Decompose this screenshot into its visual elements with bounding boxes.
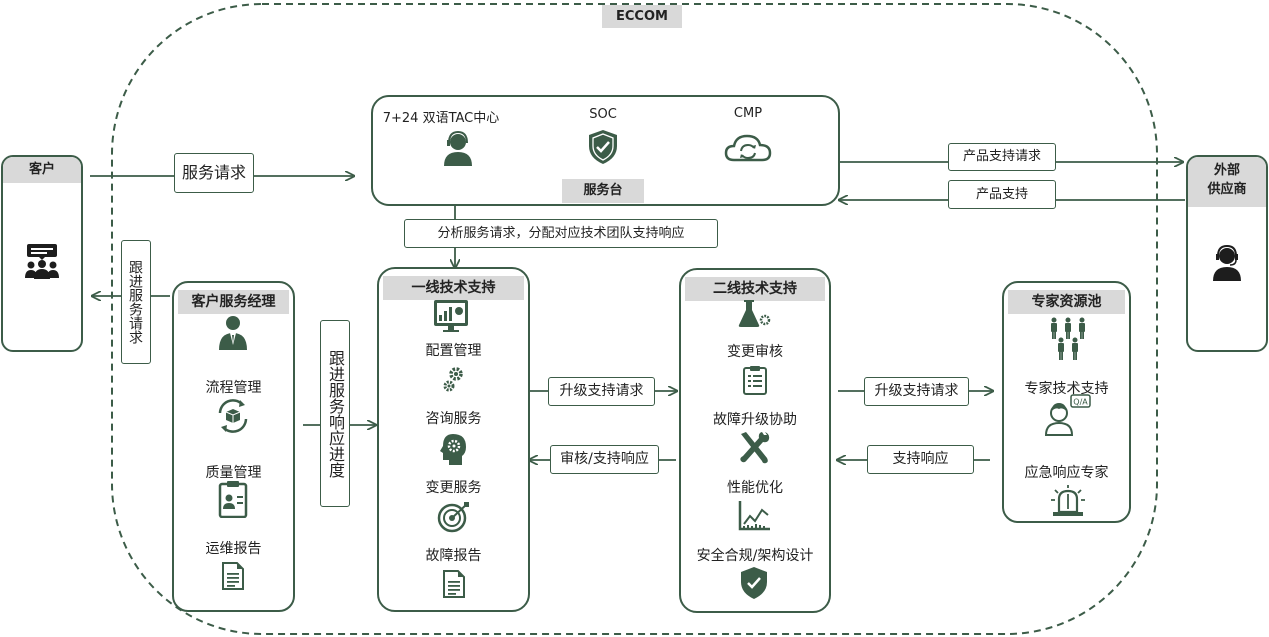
tools-icon bbox=[740, 432, 770, 464]
cycle-box-icon bbox=[218, 399, 248, 433]
eccom-boundary bbox=[111, 3, 1158, 635]
escalate-2-label: 升级支持请求 bbox=[864, 377, 969, 406]
tier2-item-performance: 性能优化 bbox=[727, 480, 783, 496]
review-response-label: 审核/支持响应 bbox=[550, 445, 659, 474]
document-icon bbox=[222, 562, 244, 590]
chart-icon bbox=[738, 501, 770, 531]
shield-check-icon bbox=[589, 130, 617, 164]
support-agent-icon bbox=[444, 130, 472, 166]
csm-item-process: 流程管理 bbox=[205, 380, 262, 396]
product-support-request-label: 产品支持请求 bbox=[948, 143, 1056, 171]
follow-up-request-label: 跟进服务请求 bbox=[121, 240, 151, 364]
svg-text:Q/A: Q/A bbox=[1073, 398, 1088, 407]
team-icon bbox=[1051, 317, 1085, 360]
csm-title: 客户服务经理 bbox=[178, 290, 289, 314]
service-request-label: 服务请求 bbox=[174, 153, 254, 193]
experts-item-emergency: 应急响应专家 bbox=[1024, 465, 1109, 481]
checklist-icon bbox=[743, 366, 767, 395]
analyze-label: 分析服务请求，分配对应技术团队支持响应 bbox=[404, 219, 718, 248]
manager-icon bbox=[219, 316, 247, 350]
siren-icon bbox=[1051, 485, 1085, 516]
gears-icon bbox=[443, 367, 463, 392]
tier2-title: 二线技术支持 bbox=[685, 277, 825, 301]
eccom-label: ECCOM bbox=[602, 5, 682, 28]
tier1-item-consult: 咨询服务 bbox=[425, 411, 482, 427]
tier2-item-escalation: 故障升级协助 bbox=[713, 412, 797, 428]
experts-item-tech: 专家技术支持 bbox=[1024, 381, 1109, 397]
tier1-title: 一线技术支持 bbox=[383, 276, 524, 300]
target-icon bbox=[437, 502, 469, 533]
product-support-label: 产品支持 bbox=[948, 180, 1056, 209]
tier1-item-config: 配置管理 bbox=[425, 343, 482, 359]
soc-label: SOC bbox=[589, 107, 617, 122]
escalate-1-label: 升级支持请求 bbox=[548, 377, 655, 406]
clipboard-icon bbox=[218, 481, 248, 518]
cmp-label: CMP bbox=[733, 106, 763, 121]
vendor-title: 外部 供应商 bbox=[1188, 157, 1266, 207]
brain-gear-icon bbox=[440, 434, 466, 465]
tier2-item-security: 安全合规/架构设计 bbox=[696, 548, 814, 564]
headset-user-icon bbox=[1213, 245, 1241, 281]
tier1-item-incident: 故障报告 bbox=[425, 548, 482, 564]
dashboard-icon bbox=[434, 300, 468, 332]
support-response-label: 支持响应 bbox=[867, 445, 974, 474]
tac-center-label: 7+24 双语TAC中心 bbox=[382, 111, 500, 126]
csm-item-quality: 质量管理 bbox=[205, 465, 262, 481]
document-icon bbox=[443, 570, 465, 598]
cloud-sync-icon bbox=[724, 134, 772, 162]
follow-up-progress-label: 跟进服务响应进度 bbox=[320, 320, 350, 507]
meeting-icon bbox=[25, 244, 59, 279]
customer-title: 客户 bbox=[3, 157, 81, 183]
service-desk-label: 服务台 bbox=[562, 179, 644, 203]
tier1-item-change: 变更服务 bbox=[425, 480, 482, 496]
tier2-item-change-review: 变更审核 bbox=[727, 344, 783, 360]
shield-icon bbox=[741, 567, 767, 599]
qa-person-icon: Q/A bbox=[1044, 394, 1091, 436]
csm-item-report: 运维报告 bbox=[205, 541, 262, 557]
experts-title: 专家资源池 bbox=[1008, 290, 1125, 314]
flask-gear-icon bbox=[738, 300, 771, 327]
